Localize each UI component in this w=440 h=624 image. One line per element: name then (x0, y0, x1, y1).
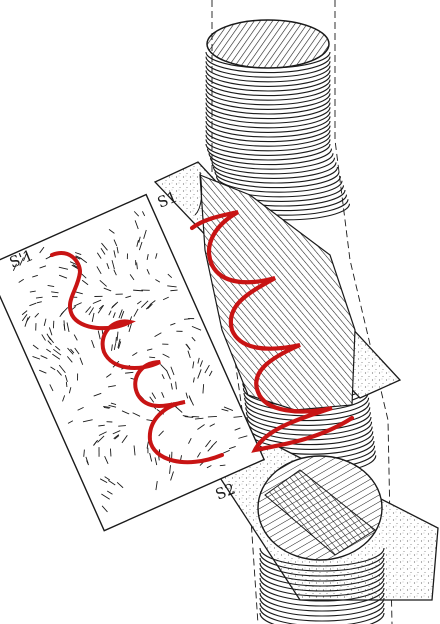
s2-section-plane (215, 445, 438, 600)
top-disk-face (207, 20, 329, 68)
disk-edge (260, 613, 384, 624)
